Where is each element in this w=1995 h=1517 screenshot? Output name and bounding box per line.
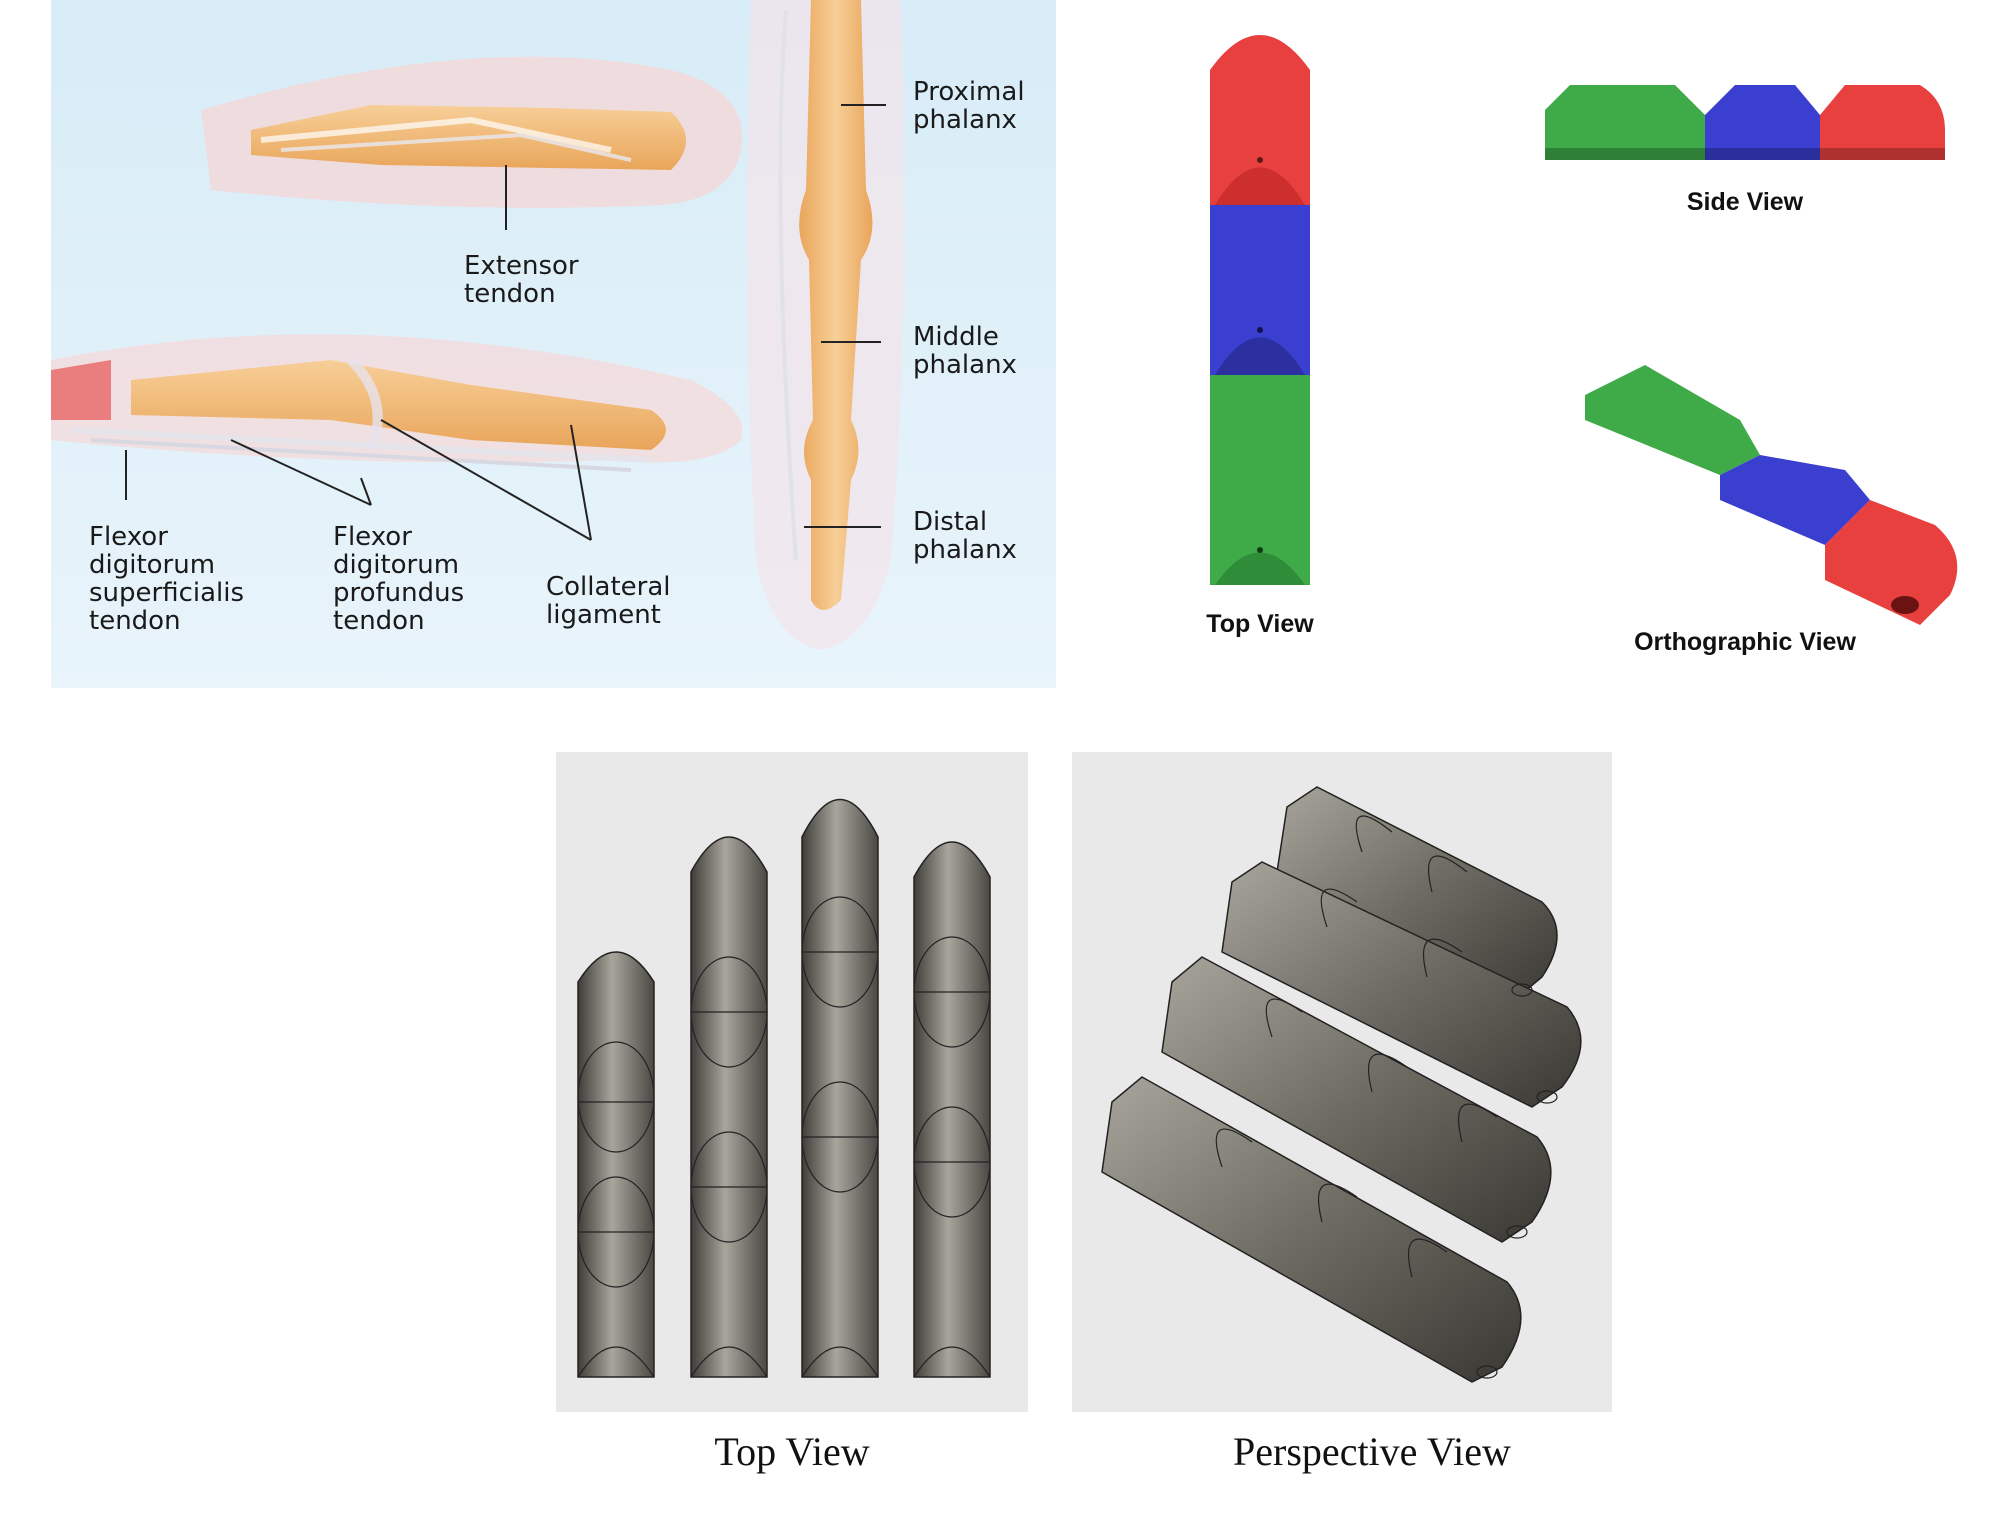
finger-front-view bbox=[747, 0, 905, 650]
colored-ortho-view bbox=[1585, 365, 1958, 625]
label-collateral-ligament: Collateral ligament bbox=[546, 572, 671, 630]
finger-top-view bbox=[201, 56, 743, 208]
anatomy-illustration: Extensor tendon Proximal phalanx Middle … bbox=[51, 0, 1056, 688]
label-flexor-superficialis: Flexor digitorum superficialis tendon bbox=[89, 522, 245, 636]
finger-bottom-view bbox=[51, 334, 743, 472]
metal-finger-1 bbox=[577, 951, 655, 1378]
metal-persp-finger-3 bbox=[1161, 956, 1552, 1243]
metal-perspective-view-label: Perspective View bbox=[1233, 1429, 1511, 1474]
label-flexor-profundus: Flexor digitorum profundus tendon bbox=[333, 522, 465, 636]
label-distal-phalanx: Distal phalanx bbox=[913, 507, 1017, 565]
metal-persp-finger-1 bbox=[1276, 786, 1558, 1003]
colored-top-view-label: Top View bbox=[1206, 610, 1314, 638]
label-middle-phalanx: Middle phalanx bbox=[913, 322, 1017, 380]
metal-top-view-label: Top View bbox=[714, 1429, 870, 1474]
label-proximal-phalanx: Proximal phalanx bbox=[913, 77, 1025, 135]
label-extensor-tendon: Extensor tendon bbox=[464, 251, 579, 309]
colored-top-view bbox=[1210, 35, 1310, 585]
colored-model-drawing bbox=[1210, 35, 1958, 625]
colored-side-view bbox=[1545, 85, 1945, 160]
metal-finger-3 bbox=[801, 798, 879, 1378]
colored-ortho-view-label: Orthographic View bbox=[1634, 628, 1856, 656]
metal-persp-finger-4 bbox=[1101, 1076, 1522, 1383]
metal-top-view-panel bbox=[556, 752, 1028, 1412]
metal-perspective-drawing bbox=[1101, 786, 1582, 1383]
metal-top-view-drawing bbox=[577, 798, 991, 1378]
metal-finger-2 bbox=[690, 836, 768, 1378]
leader-lines bbox=[125, 104, 886, 541]
anatomy-drawing bbox=[51, 0, 1056, 688]
metal-perspective-panel bbox=[1072, 752, 1612, 1412]
metal-persp-finger-2 bbox=[1221, 861, 1582, 1108]
colored-model-panel: Top View Side View Orthographic View bbox=[1100, 0, 1980, 700]
colored-side-view-label: Side View bbox=[1686, 188, 1804, 216]
metal-finger-4 bbox=[913, 841, 991, 1378]
